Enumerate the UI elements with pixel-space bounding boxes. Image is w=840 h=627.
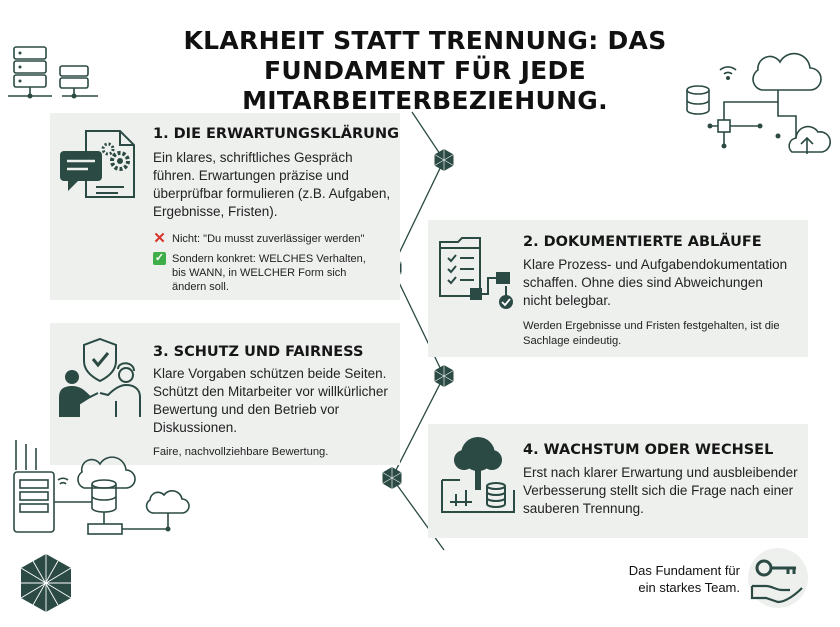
key-hand-icon [748, 548, 808, 608]
cross-mark-icon: ✕ [153, 230, 166, 247]
timeline-hex-node [434, 365, 454, 387]
step-card-4 [428, 424, 808, 538]
step-2-title: 2. DOKUMENTIERTE ABLÄUFE [523, 234, 762, 250]
step-4-body: Erst nach klarer Erwartung und ausbleibe… [523, 465, 798, 516]
step-3-body: Klare Vorgaben schützen beide Seiten. Sc… [153, 366, 388, 435]
server-cloud-icon [13, 440, 190, 535]
hexagon-logo-icon [20, 554, 72, 612]
step-3-title: 3. SCHUTZ UND FAIRNESS [153, 344, 364, 360]
timeline-hex-node [382, 467, 402, 489]
page-title: KLARHEIT STATT TRENNUNG: DAS FUNDAMENT F… [183, 26, 667, 115]
step-1-body: Ein klares, schriftliches Gespräch führe… [153, 150, 391, 219]
step-3-note: Faire, nachvollziehbare Bewertung. [153, 446, 329, 458]
step-4-title: 4. WACHSTUM ODER WECHSEL [523, 442, 774, 458]
shield-handshake-icon [59, 337, 141, 417]
step-card-2 [428, 220, 808, 357]
footer-tagline: Das Fundament für ein starkes Team. [629, 562, 740, 596]
footer-line-1: Das Fundament für [628, 563, 740, 578]
step-1-dont: Nicht: "Du musst zuverlässiger werden" [172, 233, 365, 245]
cloud-network-icon [686, 52, 831, 154]
footer-line-2: ein starkes Team. [638, 580, 740, 595]
step-card-1 [50, 113, 400, 300]
server-rack-icon [8, 46, 98, 99]
step-2-note: Werden Ergebnisse und Fristen festgehalt… [523, 320, 780, 347]
step-2-body: Klare Prozess- und Aufgabendokumentation… [523, 257, 788, 308]
timeline-hex-node [434, 149, 454, 171]
document-gears-chat-icon [60, 130, 135, 198]
step-1-title: 1. DIE ERWARTUNGSKLÄRUNG [153, 126, 399, 142]
check-mark-icon: ✓ [153, 252, 166, 265]
step-1-do: Sondern konkret: WELCHES Verhalten, bis … [172, 253, 366, 293]
checklist-flow-icon [439, 237, 513, 309]
tree-growth-icon [441, 437, 515, 513]
